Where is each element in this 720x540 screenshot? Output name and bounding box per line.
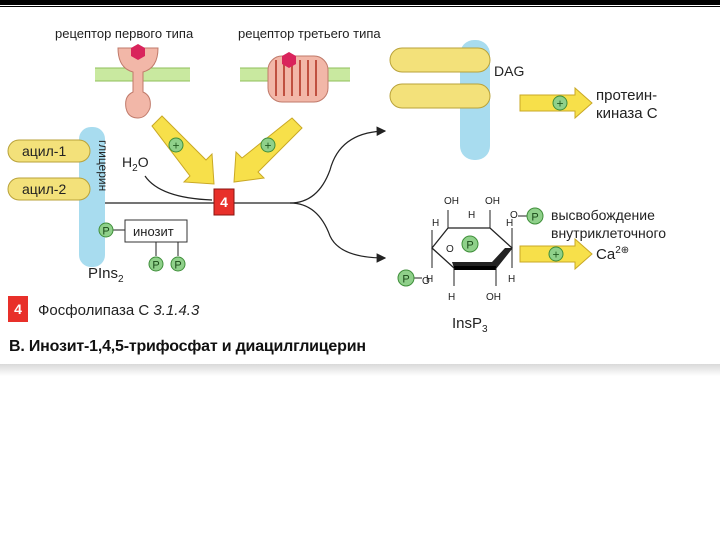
ring-label: H [448, 292, 455, 303]
phosphate-icon: P [98, 222, 114, 238]
phospholipase-c-marker: 4 [213, 188, 235, 216]
phosphate-icon: P [170, 256, 186, 272]
ring-label: H [508, 274, 515, 285]
ring-label: H [468, 210, 475, 221]
pkc-label-line2: киназа С [596, 105, 658, 122]
figure-caption: В. Инозит-1,4,5-трифосфат и диацилглицер… [9, 338, 366, 355]
pinsp2-label: PIns2 [88, 265, 124, 285]
signaling-diagram: рецептор первого типа рецептор третьего … [7, 26, 666, 335]
top-border-thin [0, 6, 720, 7]
caption-shadow [0, 364, 720, 376]
svg-text:+: + [264, 139, 271, 153]
svg-text:P: P [174, 260, 181, 272]
svg-text:P: P [531, 212, 538, 224]
ligand-hexagon [131, 44, 145, 60]
plus-icon: + [168, 137, 184, 153]
receptor-type1 [117, 44, 159, 119]
phosphate-icon: P [461, 235, 479, 253]
release-label-line2: внутриклеточного [551, 225, 666, 241]
ligand-hexagon [282, 52, 296, 68]
svg-text:P: P [466, 240, 473, 252]
svg-text:ацил-2: ацил-2 [22, 181, 66, 197]
ring-label: O [446, 244, 454, 255]
svg-text:ацил-1: ацил-1 [22, 143, 66, 159]
water-arrow [144, 175, 213, 201]
ring-label: OH [444, 196, 459, 207]
top-border [0, 0, 720, 5]
legend-enzyme-name: Фосфолипаза С [38, 302, 150, 319]
calcium-release-arrow: + [519, 237, 593, 271]
svg-text:P: P [402, 274, 409, 286]
svg-text:4: 4 [220, 194, 228, 210]
ring-label: O [422, 276, 430, 287]
ring-label: O [510, 210, 518, 221]
dag-label: DAG [494, 63, 524, 79]
svg-text:+: + [552, 248, 559, 262]
ip3-structure [431, 210, 513, 286]
phosphate-icon: P [397, 269, 415, 287]
svg-text:+: + [172, 139, 179, 153]
phosphate-icon: P [148, 256, 164, 272]
release-label-line1: высвобождение [551, 207, 655, 223]
legend-enzyme-marker: 4 [8, 296, 28, 322]
ring-label: OH [486, 292, 501, 303]
calcium-label: Ca2⊕ [596, 245, 629, 263]
activation-arrow-left [151, 115, 215, 185]
glycerol-bar [79, 127, 105, 267]
ring-label: H [426, 274, 433, 285]
ring-label: OH [485, 196, 500, 207]
pkc-label-line1: протеин- [596, 87, 657, 104]
plus-icon: + [260, 137, 276, 153]
dag-acyl-1 [389, 47, 491, 73]
phosphate-icon: P [526, 207, 544, 225]
svg-text:P: P [152, 260, 159, 272]
ip3-label: InsP3 [452, 315, 488, 335]
receptor-type3-label: рецептор третьего типа [238, 26, 381, 41]
acyl-1: ацил-1 [7, 139, 91, 163]
legend-enzyme-text: Фосфолипаза С 3.1.4.3 [38, 302, 199, 319]
inositol-label: инозит [133, 224, 174, 239]
receptor-type1-label: рецептор первого типа [55, 26, 194, 41]
arrow-to-dag [289, 126, 387, 204]
legend-enzyme-ec: 3.1.4.3 [153, 302, 200, 319]
glycerol-label: глицерин [96, 140, 110, 191]
dag-acyl-2 [389, 83, 491, 109]
pkc-activation-arrow: + [519, 86, 593, 120]
svg-text:P: P [102, 226, 109, 238]
arrow-to-ip3 [289, 202, 387, 263]
ring-label: H [432, 218, 439, 229]
svg-text:+: + [556, 97, 563, 111]
ring-label: H [506, 218, 513, 229]
water-label: H2O [122, 154, 149, 174]
acyl-2: ацил-2 [7, 177, 91, 201]
receptor-type3 [267, 52, 329, 103]
